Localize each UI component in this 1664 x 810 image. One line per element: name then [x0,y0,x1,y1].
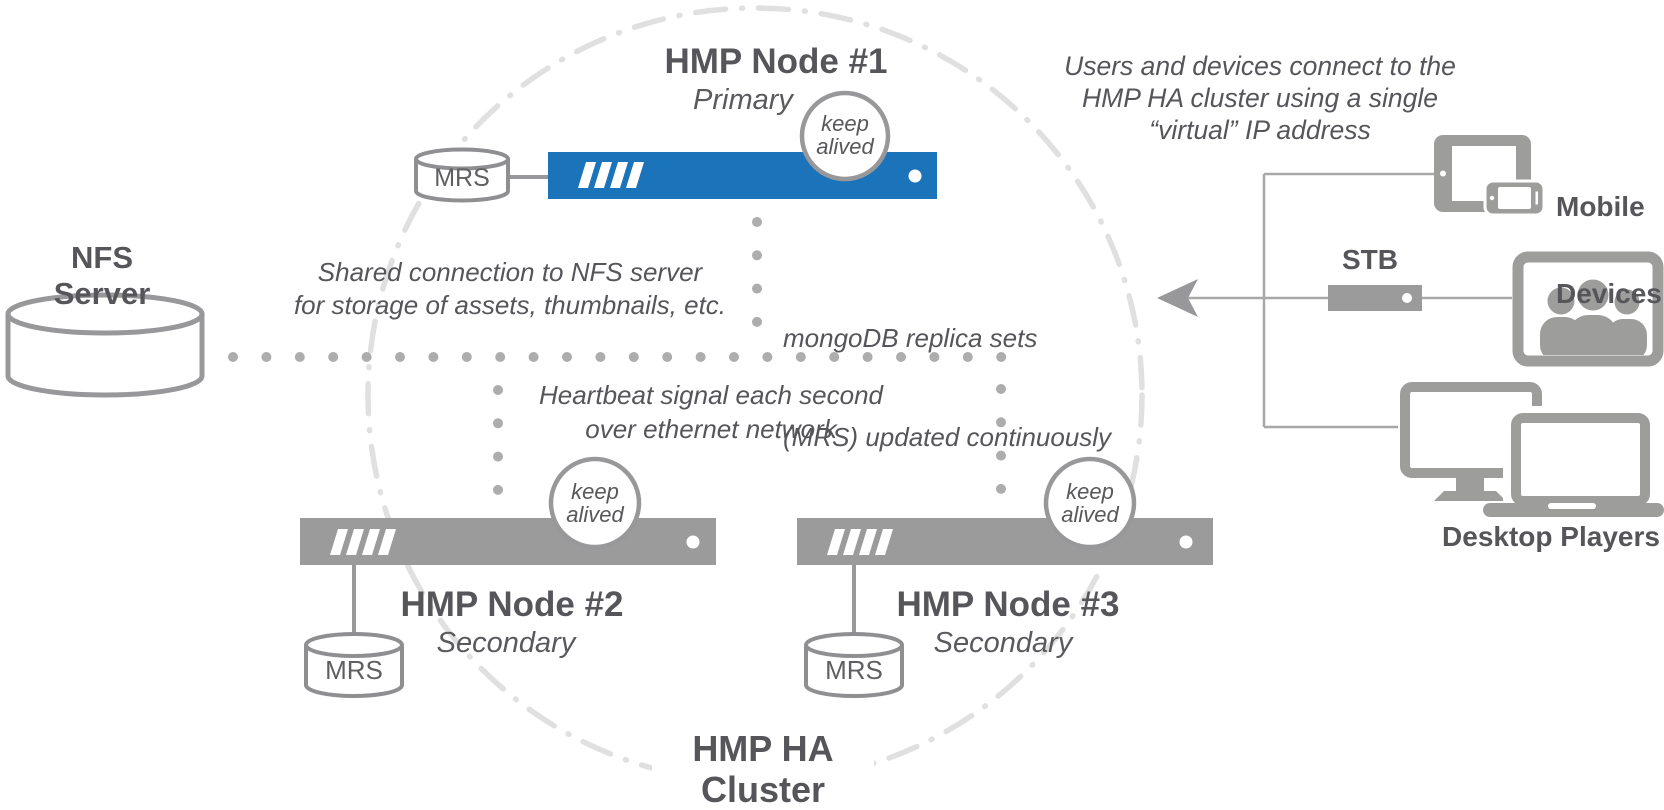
keepalived-line1: keep [1066,479,1114,504]
server-led-icon [686,535,700,549]
server-slashes-icon [330,529,396,555]
mobile-devices-label-line1: Mobile [1556,191,1645,222]
virtual-ip-note: Users and devices connect to the HMP HA … [1035,50,1485,146]
keepalived-badge-3: keep alived [1040,480,1140,526]
stb-icon [1328,285,1422,311]
keepalived-badge-1: keep alived [795,112,895,158]
keepalived-badge-2: keep alived [545,480,645,526]
server-led-icon [908,169,922,183]
mrs-connectors [352,175,856,636]
nfs-shared-note: Shared connection to NFS server for stor… [280,256,740,322]
node1-role: Primary [693,84,793,116]
server-led-icon [1179,535,1193,549]
keepalived-badge-circle-2 [548,456,642,550]
heartbeat-note-line1: Heartbeat signal each second [538,380,883,410]
keepalived-line1: keep [571,479,619,504]
server-slashes-icon [578,162,644,188]
mrs-databases [304,147,904,698]
nfs-shared-note-line2: for storage of assets, thumbnails, etc. [293,290,727,320]
arrow-left-icon [1157,279,1198,317]
virtual-ip-note-line2: HMP HA cluster using a single [1082,83,1438,113]
server-bar-secondary-2 [300,518,716,565]
keepalived-line2: alived [566,502,624,527]
laptop-icon [1483,406,1664,517]
server-slashes-icon [827,529,893,555]
mrs-db-icon-3 [804,632,904,698]
heartbeat-note: Heartbeat signal each second over ethern… [481,378,941,446]
nfs-server-label: NFS Server [53,240,151,311]
mobile-devices-label: Mobile Devices [1556,134,1662,366]
server-bar-secondary-3 [797,518,1213,565]
nfs-server-icon [5,292,205,398]
keepalived-line1: keep [821,111,869,136]
mongodb-note: mongoDB replica sets (MRS) updated conti… [783,256,1183,520]
cluster-label-line2: Cluster [700,769,826,810]
node3-title: HMP Node #3 [896,585,1120,624]
mrs-label-1: MRS [434,164,490,192]
node2-title: HMP Node #2 [400,585,624,624]
node2-role: Secondary [436,627,576,659]
heartbeat-note-line2: over ethernet network [585,414,837,444]
stb-label: STB [1342,244,1398,275]
mongodb-note-line1: mongoDB replica sets [783,323,1038,353]
keepalived-badges [548,90,1137,550]
cluster-boundary-circle [365,5,1145,785]
virtual-ip-note-line3: “virtual” IP address [1149,115,1371,145]
client-network-lines [1180,172,1512,429]
node1-title: HMP Node #1 [664,42,888,81]
virtual-ip-note-line1: Users and devices connect to the [1064,51,1456,81]
smartphone-icon [1483,179,1546,217]
keepalived-badge-circle-3 [1043,456,1137,550]
cluster-label-line1: HMP HA [692,728,834,769]
keepalived-line2: alived [1061,502,1119,527]
mrs-db-icon-1 [414,147,510,203]
cluster-label: HMP HA Cluster [652,726,874,810]
mrs-label-3: MRS [825,655,883,685]
nfs-shared-note-line1: Shared connection to NFS server [317,257,703,287]
node3-role: Secondary [933,627,1073,659]
mrs-db-icon-2 [304,632,404,698]
mobile-devices-label-line2: Devices [1556,278,1662,309]
keepalived-badge-circle-1 [799,90,891,182]
tv-audience-icon [1512,251,1664,367]
mongodb-note-line2: (MRS) updated continuously [783,422,1112,452]
desktop-players-label: Desktop Players [1442,521,1660,552]
mrs-label-2: MRS [325,655,383,685]
keepalived-line2: alived [816,134,874,159]
